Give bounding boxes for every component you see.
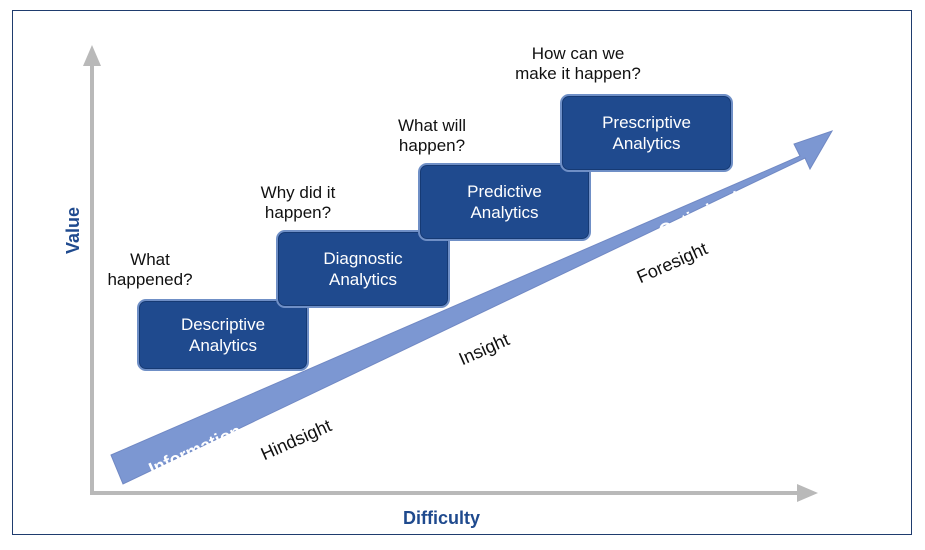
x-axis-arrowhead — [797, 484, 818, 502]
question-descriptive: What happened? — [107, 250, 193, 289]
stage-predictive-analytics: Predictive Analytics — [418, 163, 591, 241]
question-diagnostic: Why did it happen? — [260, 183, 336, 222]
progression-arrow — [110, 130, 834, 485]
y-axis-arrowhead — [83, 45, 101, 66]
question-predictive: What will happen? — [397, 116, 466, 155]
y-axis-title: Value — [63, 206, 84, 255]
stage-prescriptive-analytics: Prescriptive Analytics — [560, 94, 733, 172]
stage-descriptive-analytics: Descriptive Analytics — [137, 299, 309, 371]
stage-diagnostic-analytics: Diagnostic Analytics — [276, 230, 450, 308]
x-axis-title: Difficulty — [403, 508, 481, 528]
question-prescriptive: How can we make it happen? — [515, 44, 641, 83]
